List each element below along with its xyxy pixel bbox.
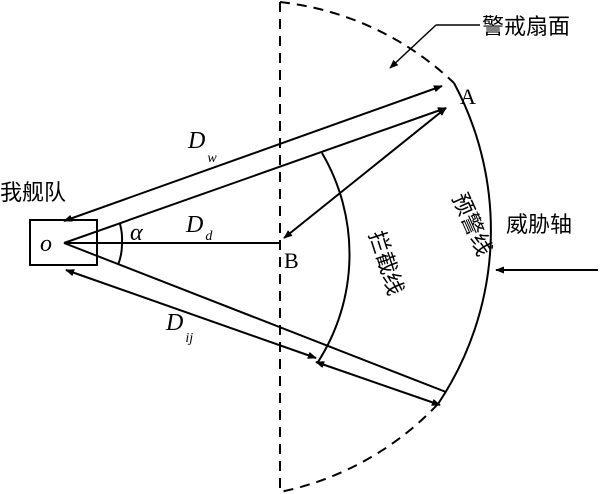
our-fleet-label: 我舰队 [0, 181, 66, 206]
dij-arrow [65, 269, 317, 359]
a-to-b-arrow [283, 107, 447, 239]
intercept-arc [317, 152, 351, 363]
dij-label: Dij [165, 310, 193, 346]
dd-label-main: D [185, 212, 203, 238]
alpha-angle-arc-lower [117, 242, 124, 266]
dd-label-sub: d [205, 229, 213, 244]
origin-label: o [40, 231, 52, 257]
intercept-to-warning-arrow [315, 361, 441, 406]
warning-sector-arc [279, 1, 455, 84]
upper-sector-edge [63, 107, 447, 244]
intercept-line-label: 拦截线 [363, 228, 407, 299]
warning-sector-arc-lower [279, 403, 439, 493]
early-warning-arc [437, 82, 492, 405]
dw-label: Dw [187, 128, 217, 166]
point-b-label: B [284, 248, 299, 273]
alpha-angle-arc [119, 223, 124, 244]
dij-label-sub: ij [185, 331, 193, 346]
threat-axis-label: 威胁轴 [506, 213, 572, 238]
dw-arrow [63, 85, 443, 222]
point-a-label: A [460, 84, 476, 109]
dij-label-main: D [165, 310, 183, 336]
warning-sector-pointer-diag [389, 24, 437, 69]
warning-sector-label: 警戒扇面 [482, 15, 570, 40]
dw-label-sub: w [207, 151, 217, 166]
dw-label-main: D [187, 128, 205, 154]
alpha-label: α [130, 220, 143, 246]
